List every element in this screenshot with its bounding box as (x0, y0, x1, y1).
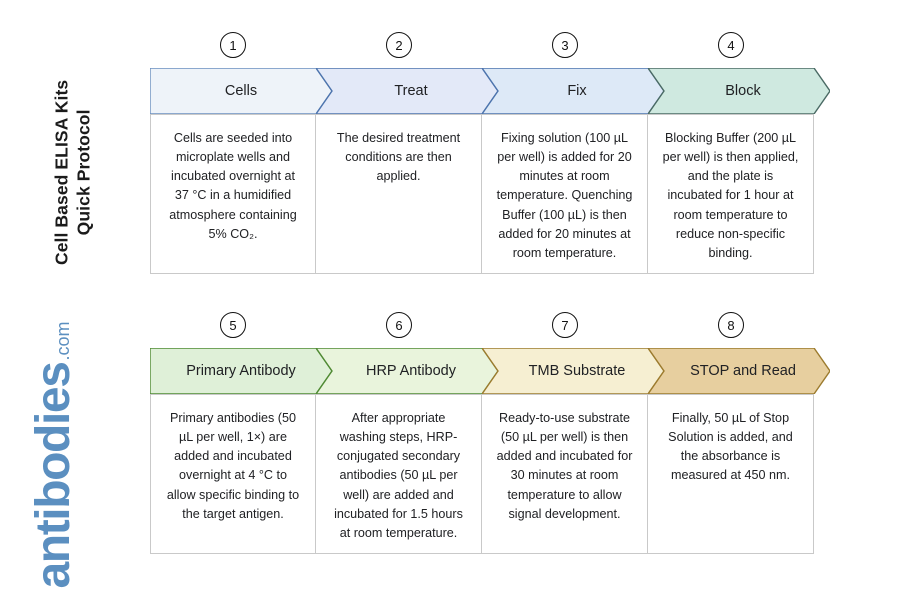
step-number-7: 7 (552, 312, 578, 338)
step-description-cell-5: Primary antibodies (50 µL per well, 1×) … (150, 394, 316, 554)
branding-rail: Cell Based ELISA Kits Quick Protocol ant… (0, 0, 150, 594)
step-label-5: Primary Antibody (186, 363, 296, 379)
step-header-4[interactable]: Block (648, 68, 830, 114)
step-label-7: TMB Substrate (528, 363, 626, 379)
logo-tld: .com (53, 321, 73, 361)
step-label-4: Block (725, 83, 761, 99)
chevron-shape-icon (648, 348, 830, 394)
step-label-1: Cells (224, 83, 258, 99)
step-description-2: The desired treatment conditions are the… (336, 131, 461, 184)
chevron-shape-icon (482, 348, 664, 394)
step-description-cell-2: The desired treatment conditions are the… (315, 114, 482, 274)
step-header-3[interactable]: Fix (482, 68, 664, 114)
step-label-2: Treat (394, 83, 428, 99)
step-header-2[interactable]: Treat (316, 68, 498, 114)
step-description-cell-6: After appropriate washing steps, HRP-con… (315, 394, 482, 554)
step-description-7: Ready-to-use substrate (50 µL per well) … (496, 411, 633, 521)
step-number-8: 8 (718, 312, 744, 338)
step-chevron-strip-1: Cells Treat Fix Block (150, 68, 850, 114)
chevron-shape-icon (648, 68, 830, 114)
chevron-shape-icon (482, 68, 664, 114)
step-description-cell-3: Fixing solution (100 µL per well) is add… (481, 114, 648, 274)
step-header-5[interactable]: Primary Antibody (150, 348, 332, 394)
step-description-4: Blocking Buffer (200 µL per well) is the… (662, 131, 799, 260)
step-description-3: Fixing solution (100 µL per well) is add… (496, 131, 633, 260)
step-description-cell-7: Ready-to-use substrate (50 µL per well) … (481, 394, 648, 554)
step-header-1[interactable]: Cells (150, 68, 332, 114)
step-label-3: Fix (567, 83, 587, 99)
step-label-6: HRP Antibody (365, 363, 456, 379)
step-description-1: Cells are seeded into microplate wells a… (169, 131, 297, 241)
step-description-8: Finally, 50 µL of Stop Solution is added… (668, 411, 793, 483)
step-description-cell-4: Blocking Buffer (200 µL per well) is the… (647, 114, 814, 274)
logo-wordmark: antibodies (27, 362, 80, 589)
step-chevron-strip-2: Primary Antibody HRP Antibody TMB Substrat… (150, 348, 850, 394)
step-number-1: 1 (220, 32, 246, 58)
protocol-row-2: 5 6 7 8 Primary Antibody HRP Antibody TMB Sub… (150, 312, 850, 554)
step-description-cell-8: Finally, 50 µL of Stop Solution is added… (647, 394, 814, 554)
step-label-8: STOP and Read (690, 363, 796, 379)
step-header-8[interactable]: STOP and Read (648, 348, 830, 394)
protocol-row-1: 1 2 3 4 Cells Treat Fix Block Cells are seeded… (150, 32, 850, 274)
step-description-5: Primary antibodies (50 µL per well, 1×) … (166, 411, 300, 521)
step-number-5: 5 (220, 312, 246, 338)
step-number-strip-1: 1 2 3 4 (150, 32, 850, 68)
step-number-strip-2: 5 6 7 8 (150, 312, 850, 348)
step-body-strip-2: Primary antibodies (50 µL per well, 1×) … (150, 394, 850, 554)
chevron-shape-icon (316, 348, 498, 394)
step-header-6[interactable]: HRP Antibody (316, 348, 498, 394)
page-title: Cell Based ELISA Kits Quick Protocol (51, 79, 94, 266)
step-number-2: 2 (386, 32, 412, 58)
antibodies-logo[interactable]: antibodies .com (27, 321, 110, 588)
step-number-6: 6 (386, 312, 412, 338)
step-number-3: 3 (552, 32, 578, 58)
step-number-4: 4 (718, 32, 744, 58)
step-header-7[interactable]: TMB Substrate (482, 348, 664, 394)
step-description-cell-1: Cells are seeded into microplate wells a… (150, 114, 316, 274)
chevron-shape-icon (316, 68, 498, 114)
step-description-6: After appropriate washing steps, HRP-con… (334, 411, 463, 540)
step-body-strip-1: Cells are seeded into microplate wells a… (150, 114, 850, 274)
